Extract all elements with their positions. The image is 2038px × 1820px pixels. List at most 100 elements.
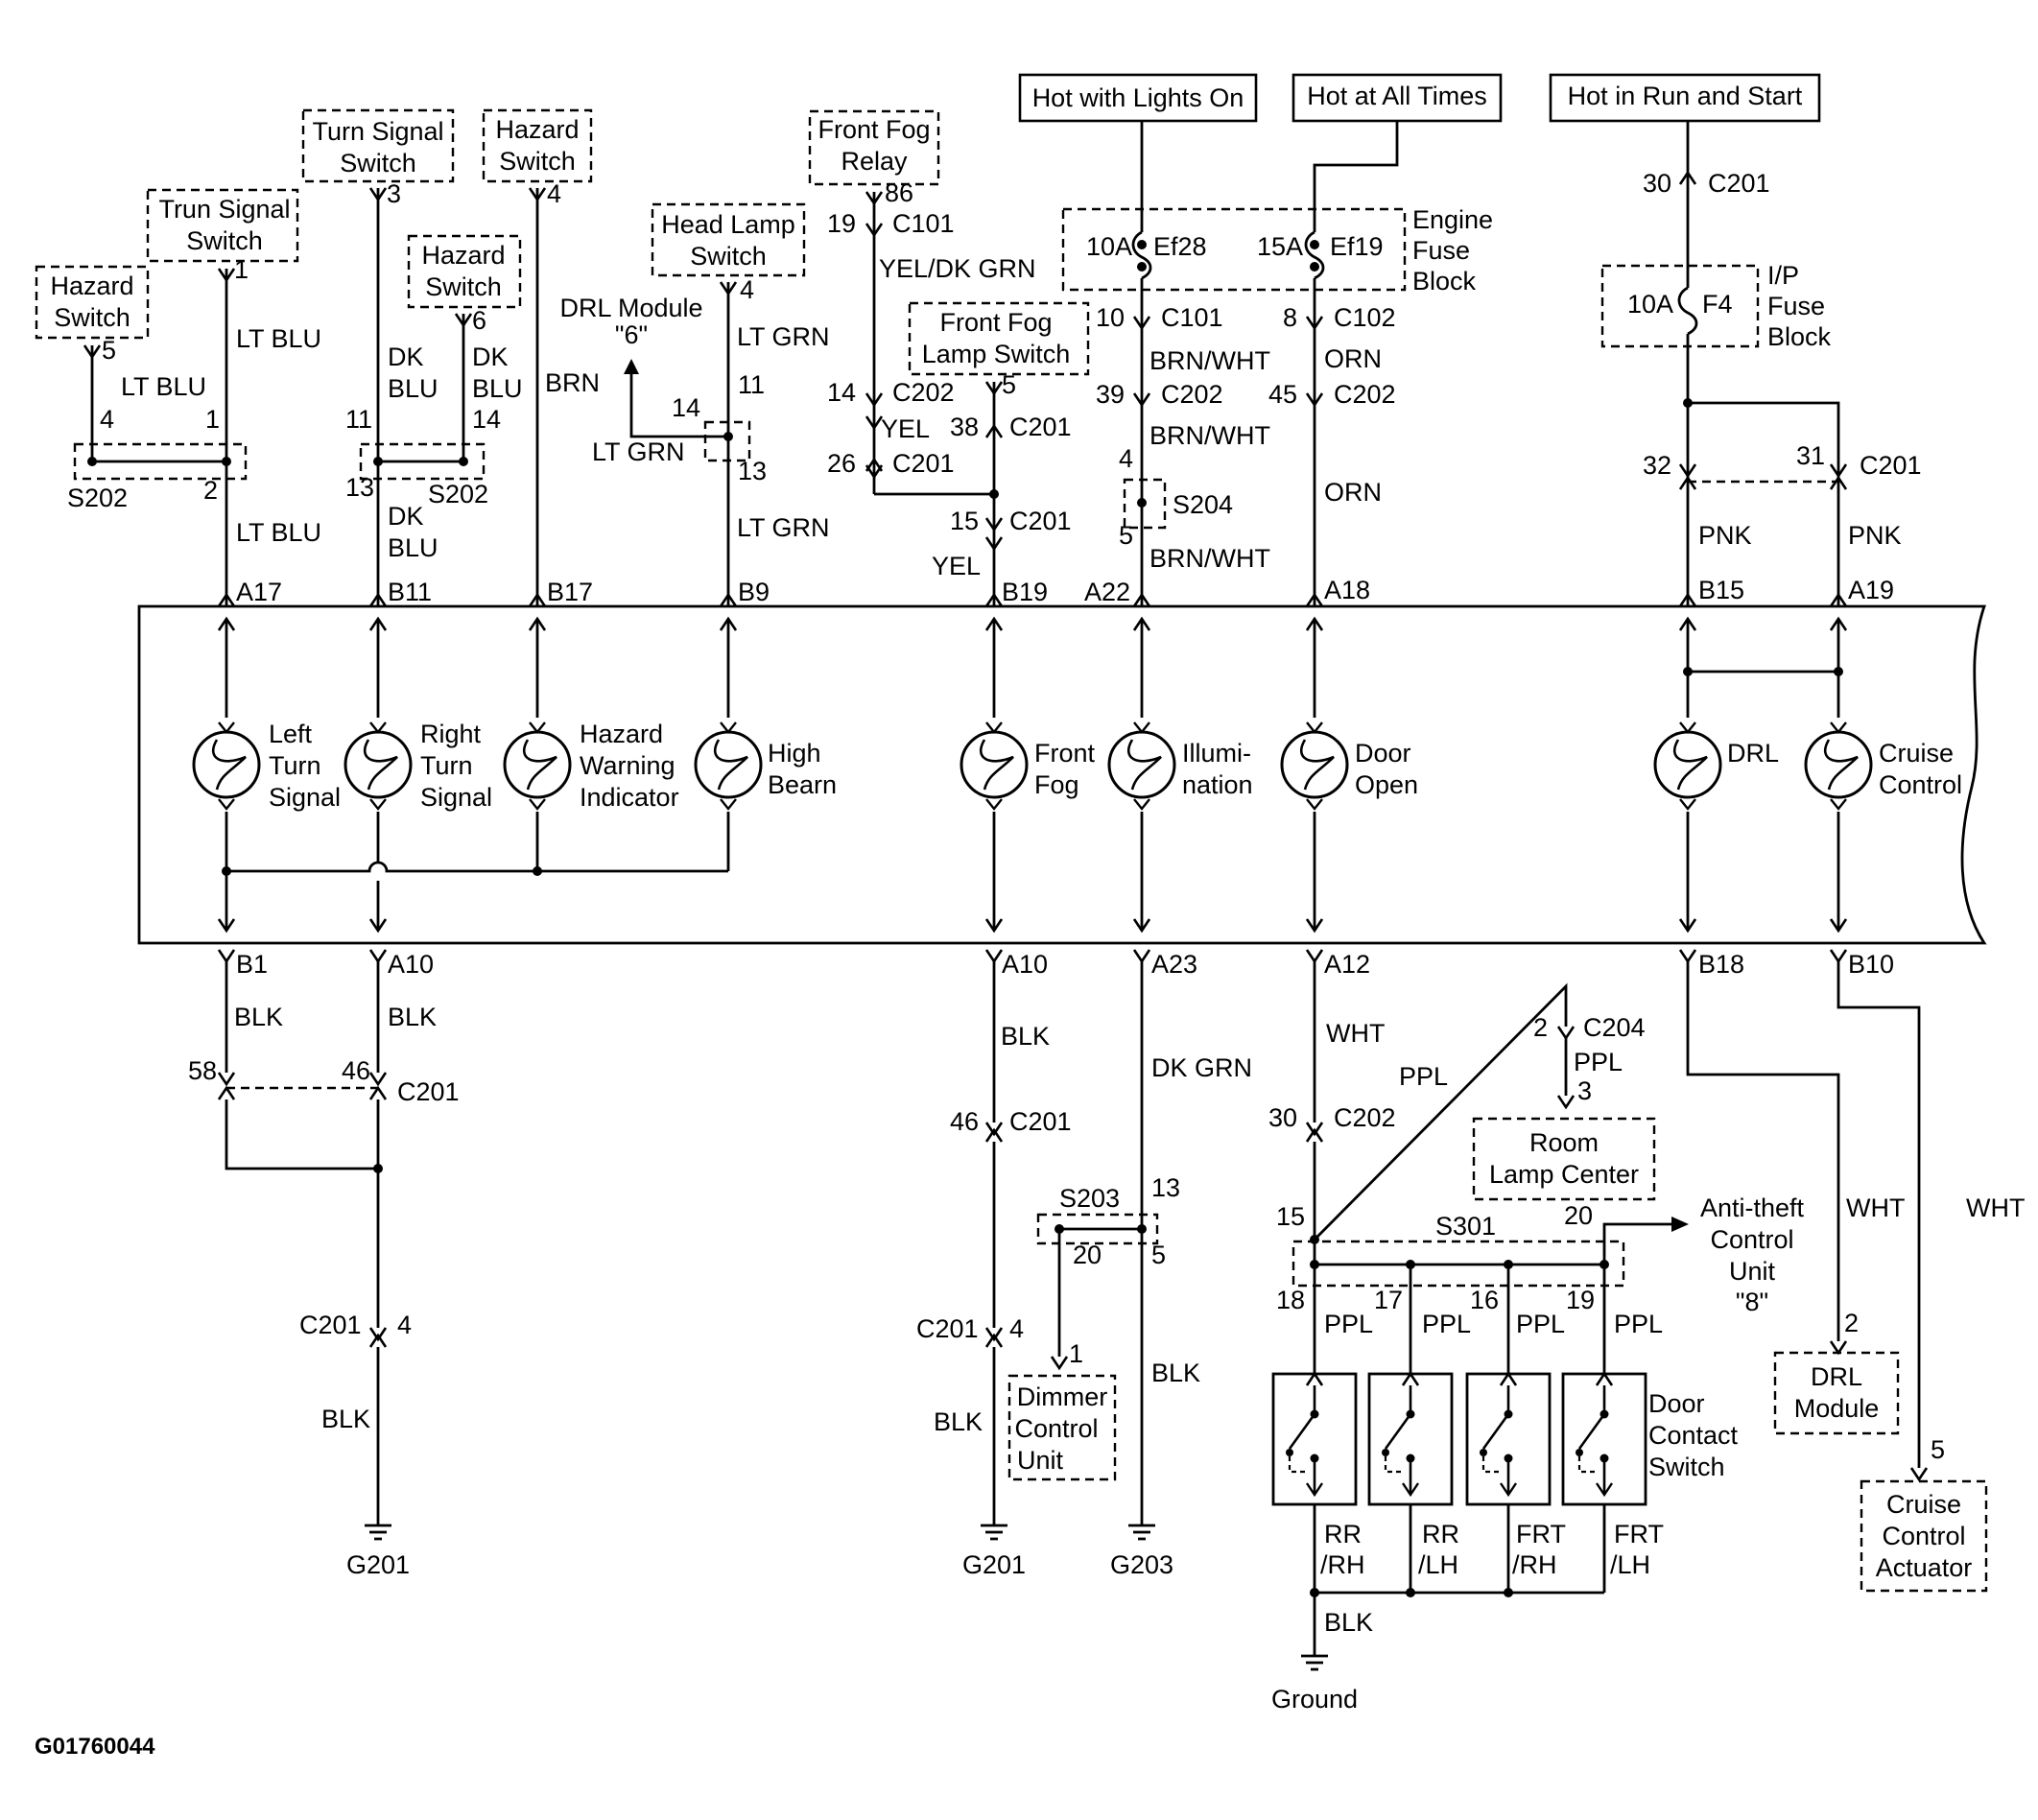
- pin-number: 20: [1564, 1201, 1593, 1230]
- dimmer-line2: Control: [1014, 1414, 1098, 1443]
- head-lamp-switch: Head Lamp Switch: [651, 202, 806, 277]
- turn-signal-switch-1-line2: Switch: [186, 226, 263, 255]
- pin-number: 8: [1283, 303, 1297, 332]
- wire-color-label: LT BLU: [236, 518, 321, 547]
- cruise-control-actuator: Cruise Control Actuator: [1860, 1479, 1988, 1593]
- pin-number: 26: [827, 449, 856, 478]
- cruise-actuator-line1: Cruise: [1886, 1490, 1961, 1519]
- pin-number: 2: [1533, 1013, 1548, 1042]
- hazard-switch-2-line2: Switch: [499, 147, 576, 176]
- wire-color-label: DK: [388, 502, 424, 531]
- fuse-ef19-name: Ef19: [1330, 232, 1384, 261]
- bulb-icon: [1280, 721, 1349, 811]
- wire-color-label: PPL: [1516, 1310, 1565, 1338]
- pin-number: 5: [1931, 1435, 1945, 1464]
- pin-number: 2: [203, 476, 218, 505]
- wire-color-label: BRN/WHT: [1149, 544, 1270, 573]
- ip-fuse-block-outline: [1600, 264, 1760, 348]
- connector-label: C201: [892, 449, 955, 478]
- splice-labels: S202 S202 S204 S203 S301: [67, 480, 1496, 1241]
- indicator-label: Signal: [420, 783, 492, 812]
- pin-number: 20: [1073, 1241, 1102, 1269]
- door-pos-lh: /LH: [1418, 1550, 1458, 1579]
- indicator-label: Cruise: [1879, 739, 1954, 768]
- room-lamp-center: Room Lamp Center: [1472, 1117, 1656, 1201]
- front-fog-lamp-switch: Front Fog Lamp Switch: [908, 301, 1090, 376]
- pin-number: 38: [950, 413, 979, 441]
- wire-color-label: LT BLU: [236, 324, 321, 353]
- dimmer-control-unit: Dimmer Control Unit: [1007, 1374, 1117, 1481]
- wire-color-label: BLU: [388, 533, 438, 562]
- pin-number: 86: [885, 178, 913, 207]
- ip-fuse-block-label: I/P Fuse Block: [1767, 261, 1832, 351]
- pin-number: 16: [1470, 1286, 1499, 1314]
- pin-number: 1: [205, 405, 220, 434]
- pin-number: 15: [1276, 1202, 1305, 1231]
- pin-number: 13: [1151, 1173, 1180, 1202]
- turn-signal-switch-2: Turn Signal Switch: [301, 108, 455, 183]
- wire-color-label: LT GRN: [737, 322, 830, 351]
- turn-signal-switch-2-line2: Switch: [340, 149, 416, 177]
- wire-color-label: BLU: [472, 374, 523, 403]
- pin-number: 17: [1374, 1286, 1403, 1314]
- pin-number: 18: [1276, 1286, 1305, 1314]
- ground-g201-a: G201: [346, 1550, 410, 1579]
- indicator-label: Open: [1355, 770, 1418, 799]
- bulb-icon: [344, 721, 413, 811]
- engine-fuse-block-line2: Fuse: [1412, 236, 1470, 265]
- hazard-switch-1: Hazard Switch: [35, 265, 150, 340]
- ip-fuse-block-line1: I/P: [1767, 261, 1799, 290]
- fuse-f4: 10A F4: [1627, 286, 1733, 336]
- wire-color-label: BLK: [321, 1405, 370, 1433]
- head-lamp-splice-box: [703, 420, 751, 462]
- cruise-actuator-line2: Control: [1882, 1522, 1965, 1550]
- door-pos-frt2: FRT: [1614, 1520, 1664, 1548]
- front-fog-relay-line1: Front Fog: [818, 115, 930, 144]
- door-contact-switch-line3: Switch: [1648, 1453, 1725, 1481]
- pin-b15: B15: [1698, 576, 1744, 604]
- wire-color-label: LT BLU: [121, 372, 206, 401]
- pin-number: 2: [1844, 1309, 1859, 1337]
- pin-number: 14: [672, 393, 700, 422]
- connector-label: C101: [892, 209, 955, 238]
- pin-number: 1: [1069, 1339, 1083, 1368]
- hazard-switch-1-line2: Switch: [54, 303, 130, 332]
- connector-label: C202: [1161, 380, 1223, 409]
- pin-number: 11: [345, 405, 372, 434]
- source-hot-all: Hot at All Times: [1292, 73, 1503, 123]
- antitheft-line4: "8": [1736, 1288, 1768, 1316]
- fuse-ef19: 15A Ef19: [1257, 230, 1384, 280]
- pin-number: 4: [1009, 1314, 1024, 1343]
- door-contact-switch-line2: Contact: [1648, 1421, 1739, 1450]
- connector-label: C201: [916, 1314, 979, 1343]
- indicator-label: Bearn: [768, 770, 837, 799]
- wire-color-label: PPL: [1324, 1310, 1373, 1338]
- pin-number: 13: [345, 473, 374, 502]
- wire-color-label: BRN: [545, 368, 600, 397]
- pin-b11: B11: [388, 578, 432, 606]
- fuse-f4-rating: 10A: [1627, 290, 1673, 319]
- front-fog-lamp-switch-line1: Front Fog: [939, 308, 1052, 337]
- ground-icon: [365, 1524, 391, 1541]
- drl-module-box: DRL Module: [1773, 1351, 1900, 1435]
- wire-color-label: PNK: [1698, 521, 1752, 550]
- wire-color-label: PPL: [1614, 1310, 1663, 1338]
- door-switch-positions: RR /RH RR /LH FRT /RH FRT /LH: [1320, 1520, 1664, 1579]
- connector-labels: C101C202C201C201C201C101C202C102C202C201…: [299, 169, 1922, 1343]
- junction-dots: [87, 240, 1843, 1597]
- indicator-label: High: [768, 739, 821, 768]
- door-switch-icon: [1561, 1372, 1647, 1506]
- pin-number: 3: [1577, 1076, 1592, 1105]
- pin-number: 4: [547, 179, 561, 208]
- connector-label: C101: [1161, 303, 1223, 332]
- pin-number: 3: [387, 179, 401, 208]
- pin-b19: B19: [1002, 578, 1048, 606]
- wire-color-label: DK GRN: [1151, 1053, 1252, 1082]
- wire-color-label: YEL: [881, 414, 930, 443]
- connector-label: C102: [1334, 303, 1396, 332]
- wire-color-label: BLK: [1151, 1359, 1200, 1387]
- wire-color-label: LT GRN: [592, 437, 685, 466]
- connector-label: C202: [1334, 1103, 1396, 1132]
- drl-ref-line1: DRL Module: [559, 294, 702, 322]
- ground-symbols: [365, 1524, 1328, 1671]
